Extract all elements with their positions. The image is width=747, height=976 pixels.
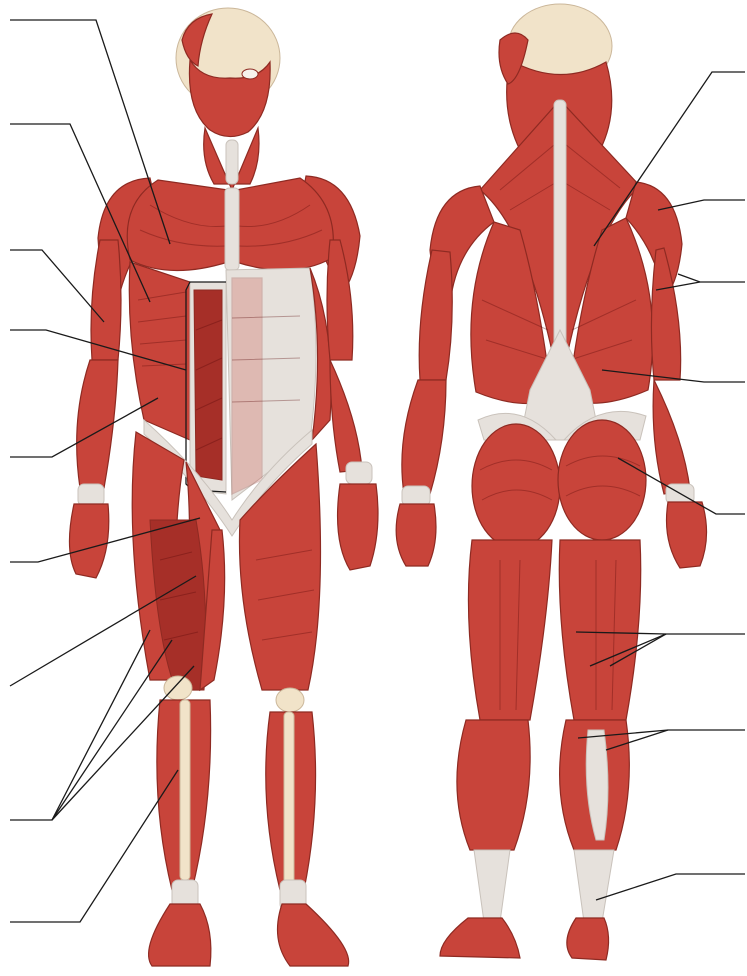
wrist-tendons-right xyxy=(346,462,372,484)
heel-left xyxy=(440,918,520,958)
foot-left xyxy=(149,904,211,966)
sternum xyxy=(225,188,239,270)
leader-line-left-8b xyxy=(52,640,172,820)
biceps-brachii-left xyxy=(91,240,121,360)
leader-line-left-3 xyxy=(10,250,104,322)
gluteus-maximus-right xyxy=(558,420,646,540)
calcaneal-tendon-left xyxy=(474,850,510,922)
wrist-tendons-left xyxy=(78,484,104,506)
external-oblique-left xyxy=(129,262,190,440)
heel-right xyxy=(567,918,609,960)
forearm-extensors-left xyxy=(402,380,446,494)
anterior-view xyxy=(69,8,378,966)
leader-line-right-8 xyxy=(596,874,745,900)
hand-posterior-left xyxy=(396,504,436,566)
leader-line-left-9 xyxy=(10,770,178,922)
hand-right xyxy=(338,484,378,570)
tibia-left xyxy=(180,700,190,880)
wrist-posterior-left xyxy=(402,486,430,506)
triceps-left xyxy=(419,250,452,380)
forearm-flexors-right xyxy=(330,360,362,472)
hand-left xyxy=(69,504,108,578)
tibia-right xyxy=(284,712,294,888)
forearm-extensors-right xyxy=(653,380,690,494)
gluteus-maximus-left xyxy=(472,424,560,548)
rectus-abdominis xyxy=(232,278,262,494)
patella-left xyxy=(164,676,192,700)
hand-posterior-right xyxy=(667,502,707,568)
trachea xyxy=(226,140,238,184)
hamstrings-right xyxy=(559,540,640,720)
gastrocnemius-left xyxy=(457,720,530,850)
internal-oblique-exposed xyxy=(194,290,222,480)
eye xyxy=(242,69,258,79)
foot-right xyxy=(278,904,349,966)
pectoralis-major-left xyxy=(127,180,228,271)
calcaneal-tendon-right xyxy=(574,850,614,922)
leader-line-right-3a xyxy=(678,274,745,282)
patella-right xyxy=(276,688,304,712)
hamstrings-left xyxy=(468,540,552,720)
leader-line-left-8a xyxy=(10,630,150,820)
